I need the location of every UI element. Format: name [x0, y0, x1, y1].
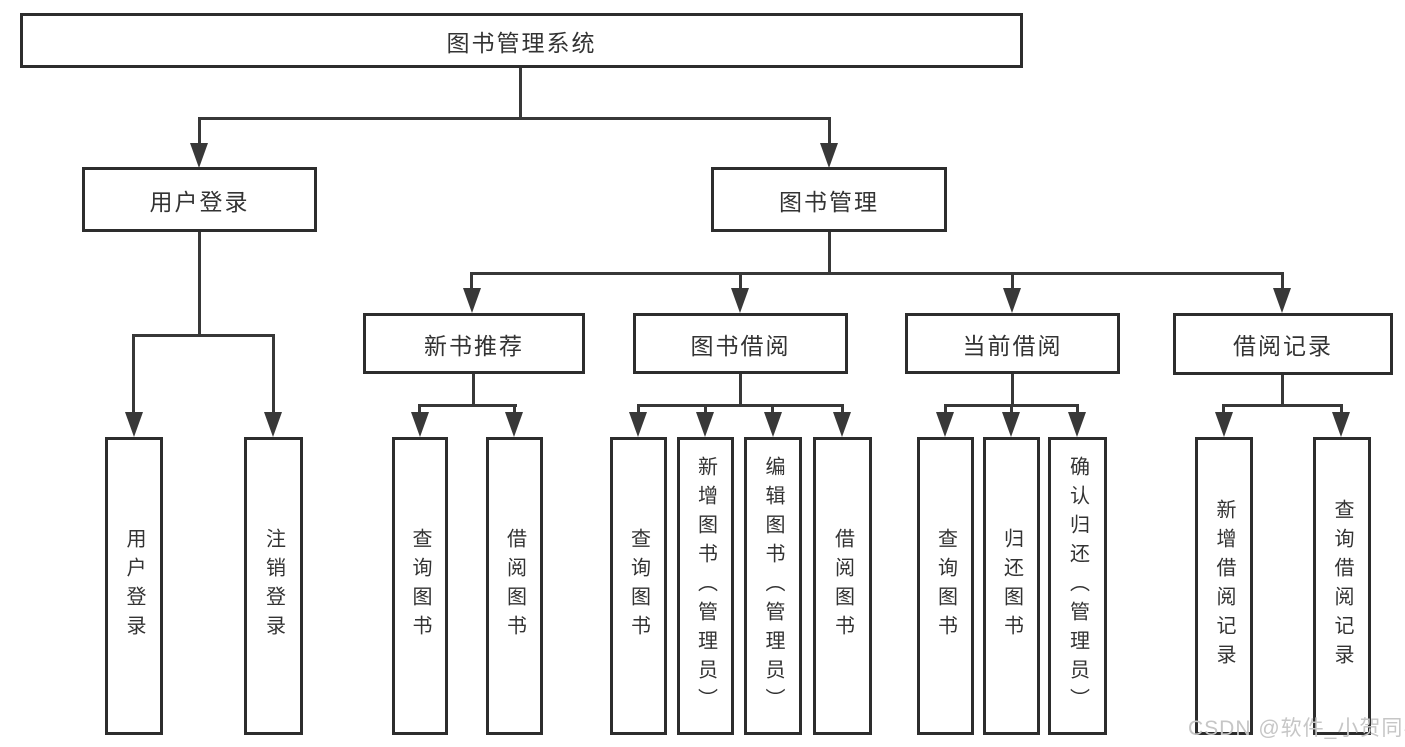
- arrow-down-icon: [1215, 412, 1233, 437]
- connector-line: [132, 334, 135, 414]
- node-book-management: 图书管理: [711, 167, 947, 232]
- connector-line: [472, 374, 475, 407]
- leaf-borrow-books-borrowing: 借阅图书: [813, 437, 872, 735]
- connector-line: [418, 404, 421, 414]
- arrow-down-icon: [411, 412, 429, 437]
- arrow-down-icon: [1003, 288, 1021, 313]
- arrow-down-icon: [1002, 412, 1020, 437]
- node-label: 注销登录: [262, 528, 285, 644]
- connector-line: [418, 404, 517, 407]
- node-new-book-recommendation: 新书推荐: [363, 313, 585, 374]
- connector-line: [198, 117, 201, 145]
- arrow-down-icon: [936, 412, 954, 437]
- connector-line: [1010, 404, 1013, 414]
- arrow-down-icon: [505, 412, 523, 437]
- node-current-borrowing: 当前借阅: [905, 313, 1120, 374]
- arrow-down-icon: [1068, 412, 1086, 437]
- node-book-management-system: 图书管理系统: [20, 13, 1023, 68]
- connector-line: [1011, 374, 1014, 407]
- node-label: 图书管理系统: [446, 29, 597, 56]
- connector-line: [198, 117, 831, 120]
- leaf-add-books-admin: 新增图书（管理员）: [677, 437, 734, 735]
- node-user-login-group: 用户登录: [82, 167, 317, 232]
- node-label: 查询借阅记录: [1331, 499, 1353, 673]
- arrow-down-icon: [1332, 412, 1350, 437]
- arrow-down-icon: [264, 412, 282, 437]
- csdn-watermark: CSDN @软件_小贺同学: [1188, 717, 1405, 740]
- leaf-query-books-current: 查询图书: [917, 437, 974, 735]
- node-label: 新书推荐: [424, 332, 524, 359]
- node-label: 新增图书（管理员）: [694, 455, 717, 717]
- node-label: 查询图书: [627, 528, 650, 644]
- node-label: 用户登录: [123, 528, 145, 644]
- arrow-down-icon: [463, 288, 481, 313]
- connector-line: [198, 232, 201, 337]
- connector-line: [944, 404, 947, 414]
- connector-line: [132, 334, 275, 337]
- node-label: 当前借阅: [962, 332, 1063, 359]
- leaf-query-books-recommend: 查询图书: [392, 437, 448, 735]
- node-label: 图书管理: [779, 188, 879, 215]
- connector-line: [272, 334, 275, 414]
- arrow-down-icon: [731, 288, 749, 313]
- connector-line: [1222, 404, 1343, 407]
- node-book-borrowing: 图书借阅: [633, 313, 848, 374]
- arrow-down-icon: [820, 143, 838, 168]
- leaf-user-login: 用户登录: [105, 437, 163, 735]
- node-label: 编辑图书（管理员）: [762, 455, 784, 717]
- node-label: 借阅图书: [831, 528, 854, 644]
- node-borrowing-records: 借阅记录: [1173, 313, 1393, 375]
- connector-line: [470, 272, 1284, 275]
- connector-line: [739, 272, 742, 290]
- connector-line: [1222, 404, 1225, 414]
- node-label: 借阅图书: [503, 528, 526, 644]
- arrow-down-icon: [190, 143, 208, 168]
- connector-line: [637, 404, 640, 414]
- arrow-down-icon: [833, 412, 851, 437]
- node-label: 图书借阅: [690, 332, 791, 359]
- leaf-confirm-return-admin: 确认归还（管理员）: [1048, 437, 1107, 735]
- connector-line: [513, 404, 516, 414]
- leaf-return-books: 归还图书: [983, 437, 1040, 735]
- arrow-down-icon: [125, 412, 143, 437]
- connector-line: [841, 404, 844, 414]
- leaf-query-books-borrowing: 查询图书: [610, 437, 667, 735]
- node-label: 新增借阅记录: [1213, 499, 1235, 673]
- leaf-query-borrow-record: 查询借阅记录: [1313, 437, 1371, 735]
- connector-line: [771, 404, 774, 414]
- arrow-down-icon: [764, 412, 782, 437]
- arrow-down-icon: [629, 412, 647, 437]
- leaf-logout: 注销登录: [244, 437, 303, 735]
- node-label: 归还图书: [1000, 528, 1023, 644]
- connector-line: [828, 117, 831, 145]
- connector-line: [1281, 272, 1284, 290]
- node-label: 确认归还（管理员）: [1066, 455, 1089, 717]
- connector-line: [637, 404, 844, 407]
- node-label: 借阅记录: [1233, 333, 1333, 359]
- connector-line: [739, 374, 742, 407]
- leaf-edit-books-admin: 编辑图书（管理员）: [744, 437, 802, 735]
- connector-line: [828, 232, 831, 275]
- node-label: 用户登录: [149, 188, 250, 215]
- connector-line: [519, 68, 522, 119]
- node-label: 查询图书: [409, 528, 431, 644]
- node-label: 查询图书: [934, 528, 957, 644]
- arrow-down-icon: [1273, 288, 1291, 313]
- connector-line: [470, 272, 473, 290]
- leaf-add-borrow-record: 新增借阅记录: [1195, 437, 1253, 735]
- arrow-down-icon: [696, 412, 714, 437]
- connector-line: [1076, 404, 1079, 414]
- leaf-borrow-books-recommend: 借阅图书: [486, 437, 543, 735]
- connector-line: [1340, 404, 1343, 414]
- connector-line: [1281, 375, 1284, 407]
- connector-line: [1011, 272, 1014, 290]
- connector-line: [704, 404, 707, 414]
